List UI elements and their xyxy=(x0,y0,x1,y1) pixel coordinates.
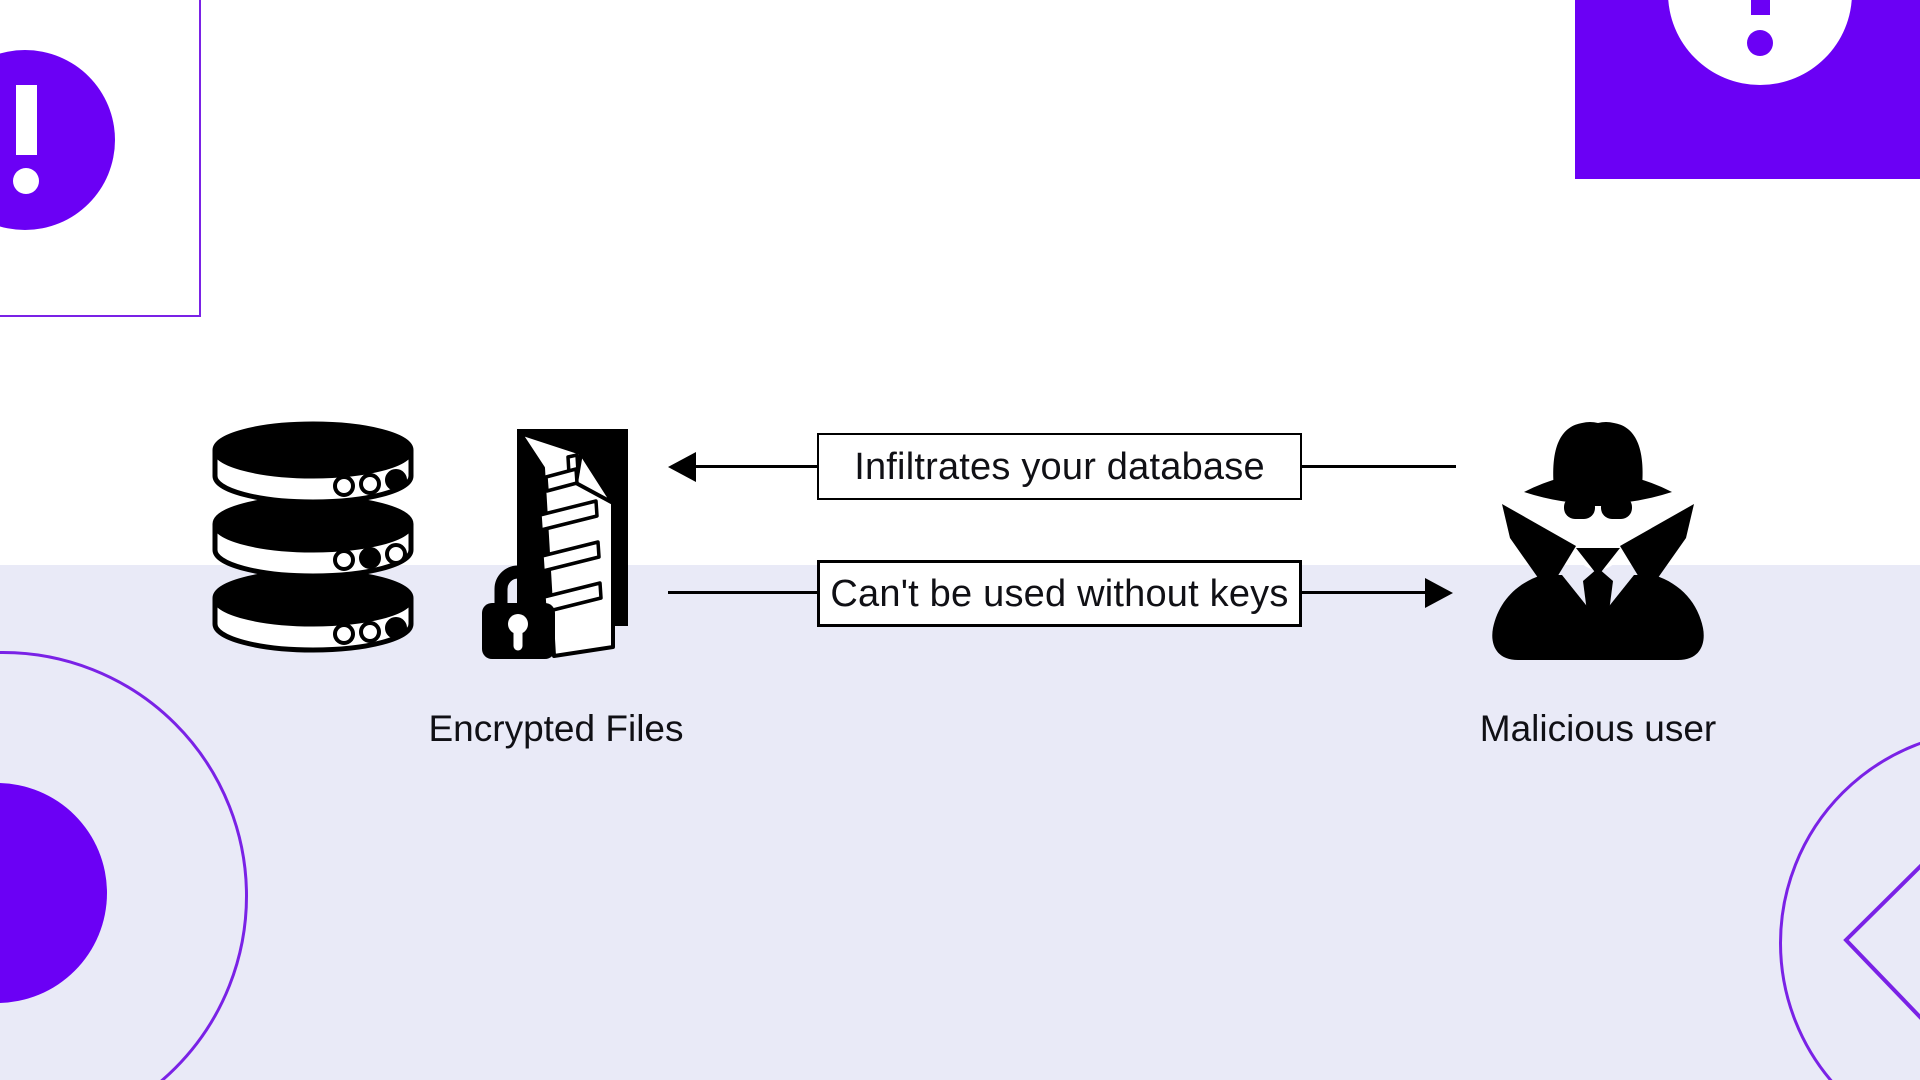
exclamation-dot-icon xyxy=(1747,30,1773,56)
connector-top: Infiltrates your database xyxy=(817,433,1302,500)
padlock-icon xyxy=(482,565,555,659)
connector-top-line-left xyxy=(696,465,817,468)
exclamation-dot-icon xyxy=(13,168,39,194)
connector-top-label: Infiltrates your database xyxy=(854,445,1265,488)
connector-bottom-line-left xyxy=(668,591,817,594)
encrypted-folder-icon xyxy=(482,429,628,659)
square-outline-top-left xyxy=(0,0,201,317)
chevron-left-icon xyxy=(1843,863,1920,1020)
arrowhead-right-icon xyxy=(1425,578,1453,608)
connector-bottom: Can't be used without keys xyxy=(817,560,1302,627)
spy-icon xyxy=(1492,422,1704,660)
label-malicious-user: Malicious user xyxy=(1479,708,1717,749)
label-encrypted-files: Encrypted Files xyxy=(428,708,684,749)
connector-bottom-label: Can't be used without keys xyxy=(830,572,1289,615)
arrowhead-left-icon xyxy=(668,452,696,482)
database-icon xyxy=(212,421,414,653)
exclamation-icon xyxy=(1751,0,1770,15)
exclamation-icon xyxy=(16,85,37,155)
connector-bottom-line-right xyxy=(1302,591,1425,594)
connector-top-line-right xyxy=(1302,465,1456,468)
